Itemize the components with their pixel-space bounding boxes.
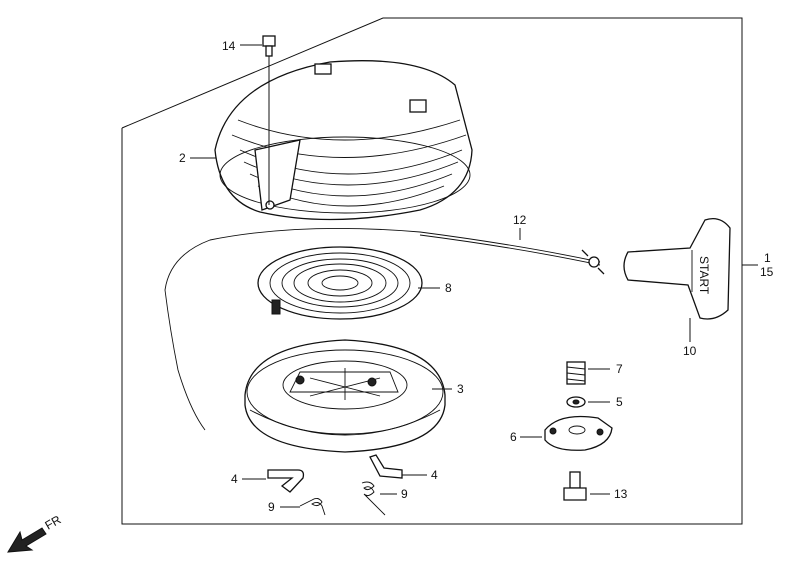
part-housing-cover: [214, 60, 473, 221]
front-arrow-icon: [7, 527, 47, 553]
part-bolt-14: [262, 35, 276, 205]
part-return-spring-right: [361, 481, 386, 516]
part-starter-handle: START: [623, 217, 731, 320]
part-spring-7: [566, 361, 586, 385]
callout-2: 2: [179, 151, 186, 165]
callout-6: 6: [510, 430, 517, 444]
part-return-spring-left: [299, 497, 326, 516]
callout-14: 14: [222, 39, 236, 53]
callouts: 14 2 12 1 15 8 10 7 3 5 6 4 4 13 9 9: [179, 39, 774, 514]
part-washer-5: [566, 396, 586, 408]
callout-3: 3: [457, 382, 464, 396]
part-starter-rope: [164, 227, 605, 431]
callout-13: 13: [614, 487, 628, 501]
part-pawl-left: [267, 469, 305, 493]
callout-12: 12: [513, 213, 527, 227]
direction-label: FR: [43, 512, 64, 532]
leader-lines: [190, 44, 758, 508]
part-screw-13: [563, 471, 587, 501]
callout-8: 8: [445, 281, 452, 295]
callout-9-right: 9: [401, 487, 408, 501]
callout-1: 1: [764, 251, 771, 265]
callout-10: 10: [683, 344, 697, 358]
callout-4-right: 4: [431, 468, 438, 482]
callout-4-left: 4: [231, 472, 238, 486]
handle-text: START: [697, 256, 711, 295]
part-reel-pulley: [244, 339, 446, 453]
callout-5: 5: [616, 395, 623, 409]
part-recoil-spring: [257, 246, 423, 320]
part-ratchet: [544, 415, 613, 451]
callout-7: 7: [616, 362, 623, 376]
front-direction-indicator: FR: [7, 512, 64, 553]
callout-9-left: 9: [268, 500, 275, 514]
part-pawl-right: [369, 454, 403, 479]
diagram-frame: [121, 17, 743, 525]
callout-15: 15: [760, 265, 774, 279]
